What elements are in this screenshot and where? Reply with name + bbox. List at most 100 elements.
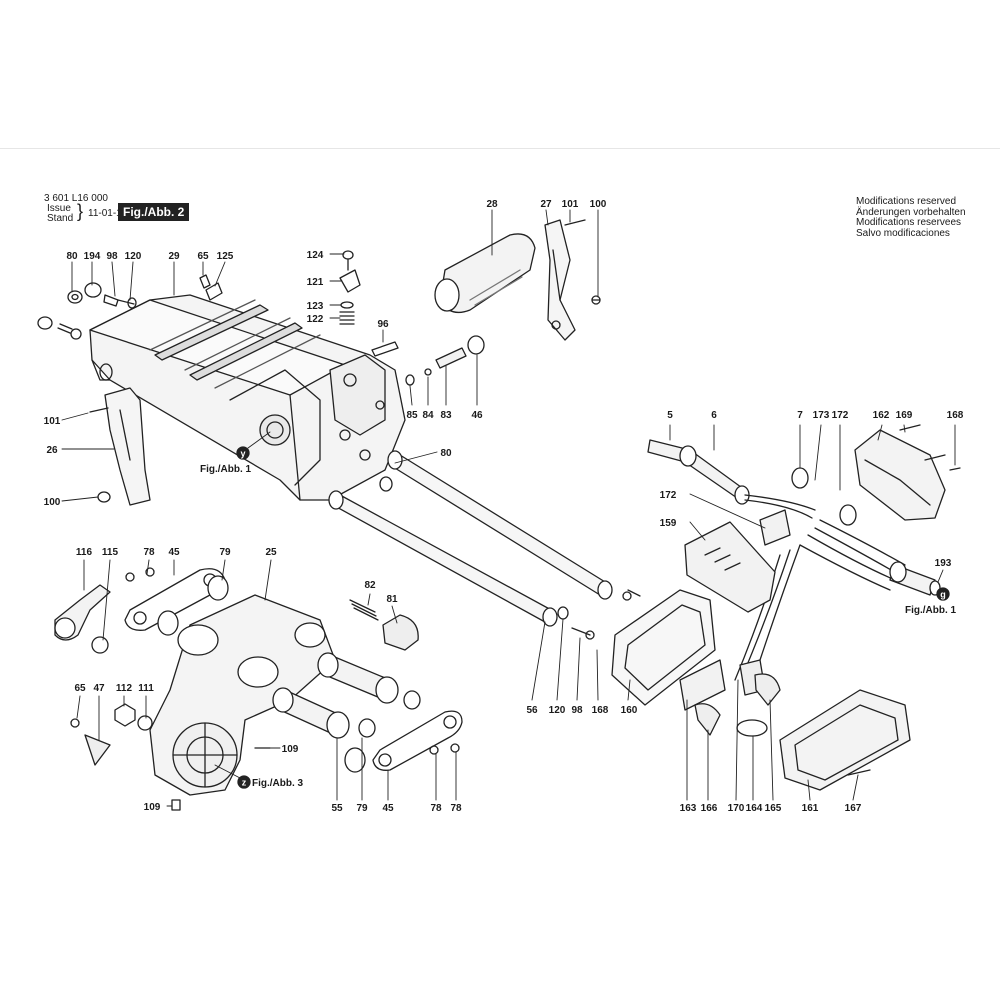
frame-part [611,589,716,706]
callout-number: 80 [440,448,452,459]
stand-label: Stand [47,213,74,224]
callout-number: 161 [802,803,819,814]
callout-number: 159 [660,518,677,529]
callout-number: 123 [307,301,324,312]
reference-marker-letter: g [940,590,946,600]
callout-number: 109 [144,802,161,813]
callout-number: 162 [873,410,890,421]
screw-parts-upper-left [37,274,223,340]
brace-symbol: } [77,201,84,221]
callout-number: 165 [765,803,782,814]
callout-number: 81 [386,594,398,605]
callout-number: 122 [307,314,324,325]
callout-number: 82 [364,580,376,591]
figure-label: Fig./Abb. 2 [118,203,190,221]
bracket-part-right [544,219,601,341]
note-line: Modifications reservees [856,217,962,228]
callout-number: 78 [430,803,442,814]
callout-number: 121 [307,277,324,288]
callout-number: 65 [74,683,86,694]
callout-number: 28 [486,199,498,210]
nut-parts [70,567,460,811]
part-number: 3 601 L16 000 [44,193,108,204]
bracket-part-left [89,387,151,506]
callout-number: 79 [219,547,231,558]
switch-parts [759,467,857,546]
callout-number: 168 [947,410,964,421]
note-line: Modifications reserved [856,196,957,207]
callout-number: 172 [832,410,849,421]
callout-number: 98 [106,251,118,262]
callout-number: 124 [307,250,324,261]
callout-number: 120 [125,251,142,262]
callout-number: 109 [282,744,299,755]
reference-marker-letter: y [240,449,245,459]
callout-number: 168 [592,705,609,716]
callout-number: 26 [46,445,58,456]
callout-number: 45 [168,547,180,558]
spring-assembly-parts [339,250,361,325]
callout-number: 78 [143,547,155,558]
leader-lines [61,209,956,807]
callout-number: 84 [422,410,434,421]
callout-number: 47 [93,683,105,694]
knob-part [349,599,419,651]
callout-number: 194 [84,251,101,262]
reference-marker-z [214,764,251,789]
reference-marker-g [936,587,950,601]
note-line: Salvo modificaciones [856,227,950,239]
callout-number: 85 [406,410,418,421]
callout-number: 160 [621,705,638,716]
reference-marker-letter: z [242,778,247,788]
issue-date: 11-01-18 [88,208,128,219]
callout-number: 79 [356,803,368,814]
handle-part [434,233,536,314]
callout-number: 7 [797,410,803,421]
callout-number: 25 [265,547,277,558]
callout-number: 116 [76,547,93,558]
rail-carrier-part [89,294,406,501]
callout-number: 193 [935,558,952,569]
callout-number: 170 [728,803,745,814]
plate-parts [124,568,463,773]
callout-number: 100 [44,497,61,508]
callout-number: 172 [660,490,677,501]
reference-label: Fig./Abb. 3 [252,778,304,789]
callout-number: 55 [331,803,343,814]
callout-number: 101 [562,199,579,210]
callout-number: 5 [667,410,673,421]
callout-number: 115 [102,547,119,558]
lower-arm-part [149,594,336,796]
callout-number: 100 [590,199,607,210]
issue-label: Issue [47,203,71,214]
callout-number: 120 [549,705,566,716]
callout-number: 27 [540,199,552,210]
note-line: Änderungen vorbehalten [856,206,966,218]
callout-number: 163 [680,803,697,814]
housing-cover-upper [854,424,961,521]
callout-number: 173 [813,410,830,421]
cable-assembly [647,439,941,681]
callout-number: 98 [571,705,583,716]
reference-label: Fig./Abb. 1 [200,464,252,475]
callout-number: 166 [701,803,718,814]
lever-part [54,584,111,654]
capacitor-parts [679,659,781,737]
callout-number: 80 [66,251,78,262]
callout-number: 101 [44,416,61,427]
callout-number: 45 [382,803,394,814]
housing-cover-lower [779,689,911,791]
reference-marker-y [236,431,271,460]
callout-number: 65 [197,251,209,262]
callout-number: 83 [440,410,452,421]
callout-number: 125 [217,251,234,262]
sleeve-parts [272,652,421,739]
reference-label: Fig./Abb. 1 [905,605,957,616]
callout-number: 56 [526,705,538,716]
callout-number: 29 [168,251,180,262]
callout-number: 112 [116,683,133,694]
circuit-board-part [684,521,776,613]
callout-number: 96 [377,319,389,330]
top-divider [0,148,1000,149]
